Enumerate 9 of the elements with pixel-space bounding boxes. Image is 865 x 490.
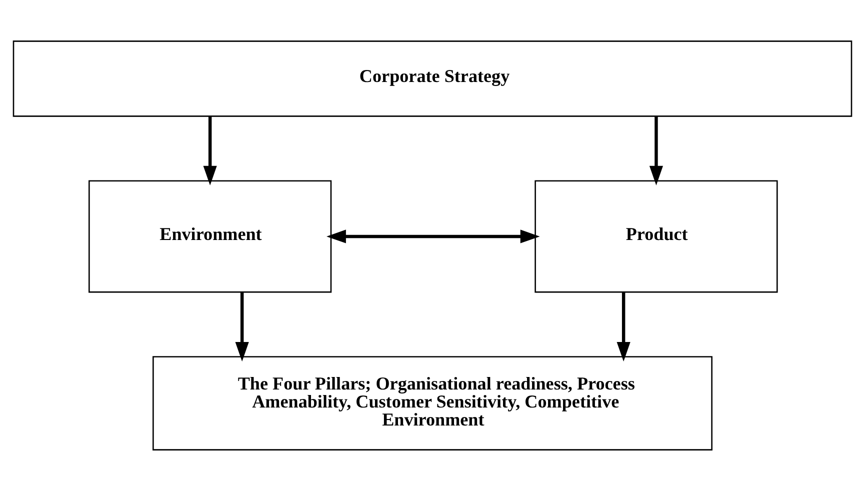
node-box: Product bbox=[534, 180, 778, 292]
node-box: Corporate Strategy bbox=[12, 40, 852, 116]
arrow bbox=[203, 116, 217, 185]
arrow bbox=[235, 292, 249, 361]
arrow bbox=[616, 292, 630, 361]
node-box: The Four Pillars; Organisational readiness, Process Amenability, Customer Sensitivity, Competitive Environment bbox=[152, 356, 712, 450]
arrow bbox=[326, 229, 540, 243]
arrow bbox=[649, 116, 664, 185]
node-box: Environment bbox=[88, 180, 332, 292]
